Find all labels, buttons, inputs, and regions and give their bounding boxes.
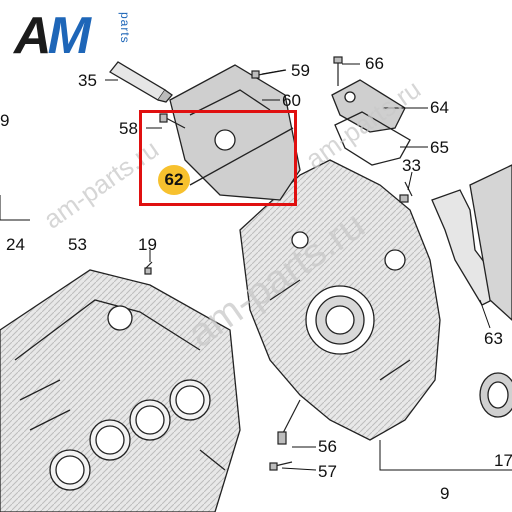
- callout-56[interactable]: 56: [318, 437, 337, 456]
- logo-letter-m: M: [47, 7, 91, 65]
- bracket-63: [431, 164, 512, 321]
- callout-64[interactable]: 64: [430, 98, 449, 117]
- callout-17[interactable]: 17: [494, 451, 512, 470]
- callout-57[interactable]: 57: [318, 462, 337, 481]
- logo-letter-a: A: [14, 7, 52, 65]
- highlight-box: [139, 110, 297, 206]
- gasket-62: [189, 127, 294, 186]
- upper-cover: [169, 64, 301, 201]
- callout-33[interactable]: 33: [402, 156, 421, 175]
- callout-65[interactable]: 65: [430, 138, 449, 157]
- callout-58[interactable]: 58: [119, 119, 138, 138]
- timing-cover: [239, 159, 441, 441]
- callout-53[interactable]: 53: [68, 235, 87, 254]
- brand-logo: AM: [14, 6, 91, 66]
- callout-35[interactable]: 35: [78, 71, 97, 90]
- callout-63[interactable]: 63: [484, 329, 503, 348]
- highlight-callout-62[interactable]: 62: [158, 165, 190, 195]
- seal-ring: [479, 372, 512, 418]
- sealant-tube: [109, 61, 173, 103]
- logo-subtext: parts: [118, 12, 132, 44]
- callout-9[interactable]: 9: [440, 484, 450, 503]
- leader-lines: [0, 63, 512, 471]
- callout-24[interactable]: 24: [6, 235, 25, 254]
- callout-19[interactable]: 19: [138, 235, 157, 254]
- callout-9-edge[interactable]: 9: [0, 111, 10, 130]
- callout-59[interactable]: 59: [291, 61, 310, 80]
- cover-64: [331, 79, 406, 133]
- callout-60[interactable]: 60: [282, 91, 301, 110]
- engine-block: [0, 269, 241, 512]
- callout-66[interactable]: 66: [365, 54, 384, 73]
- gasket-65: [334, 111, 411, 166]
